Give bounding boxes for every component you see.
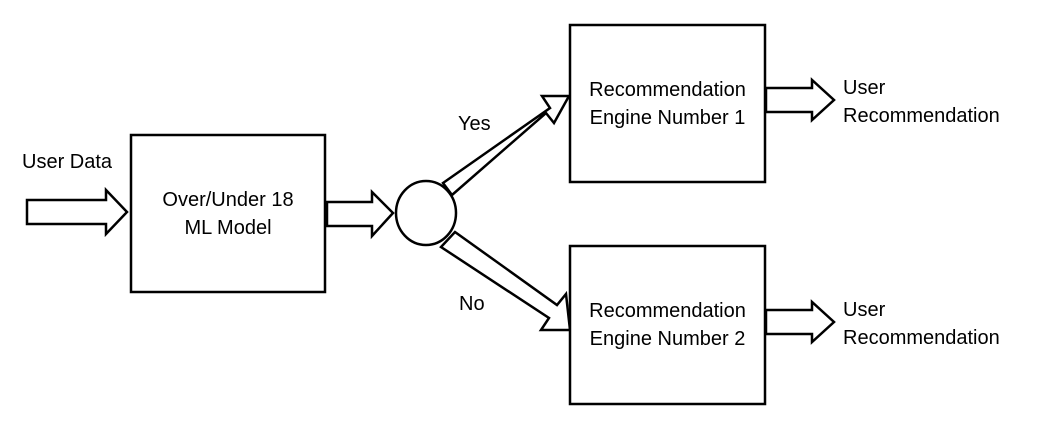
output1-text: User Recommendation — [843, 74, 1000, 130]
engine1-box — [568, 23, 767, 184]
input-arrow — [25, 186, 129, 238]
engine2-line2: Engine Number 2 — [589, 328, 746, 350]
engine1-line2: Engine Number 1 — [589, 106, 746, 129]
engine1-line1: Recommendation — [589, 78, 746, 101]
yes-branch-arrow — [441, 94, 572, 197]
model-to-decision-arrow — [325, 188, 395, 240]
output1-line2: Recommendation — [843, 105, 1000, 127]
engine1-text: Recommendation Engine Number 1 — [570, 25, 765, 182]
no-branch-arrow — [439, 230, 572, 332]
model-box-text: Over/Under 18 ML Model — [131, 135, 325, 292]
engine2-text: Recommendation Engine Number 2 — [570, 246, 765, 404]
output2-line1: User — [843, 299, 886, 321]
engine2-line1: Recommendation — [589, 300, 746, 322]
yes-label: Yes — [458, 113, 491, 135]
engine2-box — [568, 244, 767, 406]
output1-arrow — [764, 77, 836, 123]
output2-text: User Recommendation — [843, 296, 1000, 352]
output1-line1: User — [843, 77, 886, 99]
no-label: No — [459, 293, 485, 315]
decision-node — [394, 179, 458, 247]
model-box-line2: ML Model — [184, 216, 272, 239]
model-box — [129, 133, 327, 294]
output2-arrow — [764, 299, 836, 345]
output2-line2: Recommendation — [843, 327, 1000, 349]
model-box-line1: Over/Under 18 — [162, 188, 294, 211]
input-label: User Data — [22, 151, 113, 173]
